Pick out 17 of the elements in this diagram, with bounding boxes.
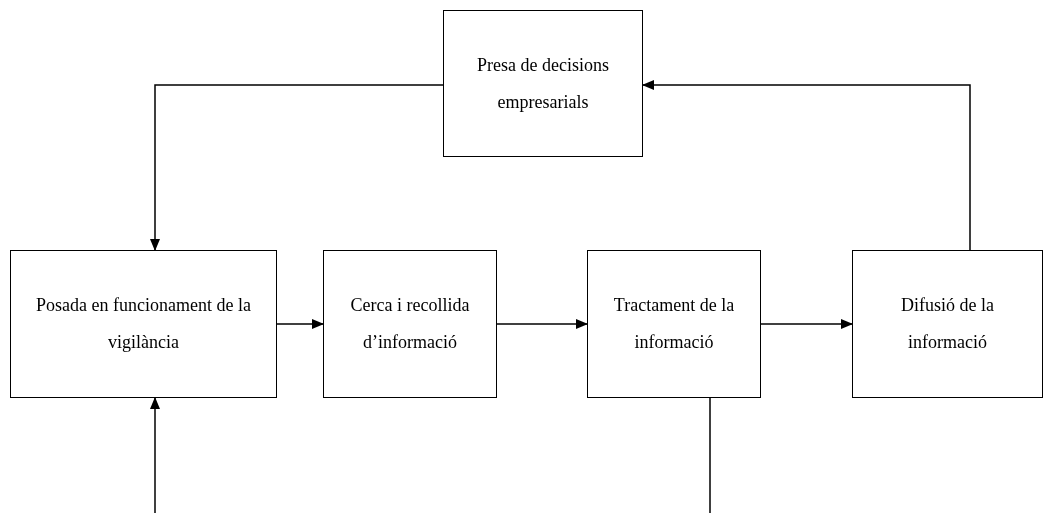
process-box bbox=[443, 10, 643, 157]
arrow bbox=[760, 319, 853, 329]
box-label: Tractament de la informació bbox=[612, 294, 736, 354]
box-label: Cerca i recollida d’informació bbox=[349, 294, 471, 354]
box-label: Posada en funcionament de la vigilància bbox=[35, 294, 252, 354]
connector-line bbox=[709, 397, 711, 513]
arrow bbox=[276, 319, 324, 329]
box-label: Difusió de la informació bbox=[900, 294, 995, 354]
process-box bbox=[323, 250, 497, 398]
arrow bbox=[150, 397, 160, 513]
process-box bbox=[852, 250, 1043, 398]
process-box bbox=[10, 250, 277, 398]
box-label: Presa de decisions empresarials bbox=[476, 53, 610, 114]
arrow bbox=[496, 319, 588, 329]
arrow bbox=[150, 84, 444, 251]
arrow bbox=[642, 80, 971, 251]
process-box bbox=[587, 250, 761, 398]
